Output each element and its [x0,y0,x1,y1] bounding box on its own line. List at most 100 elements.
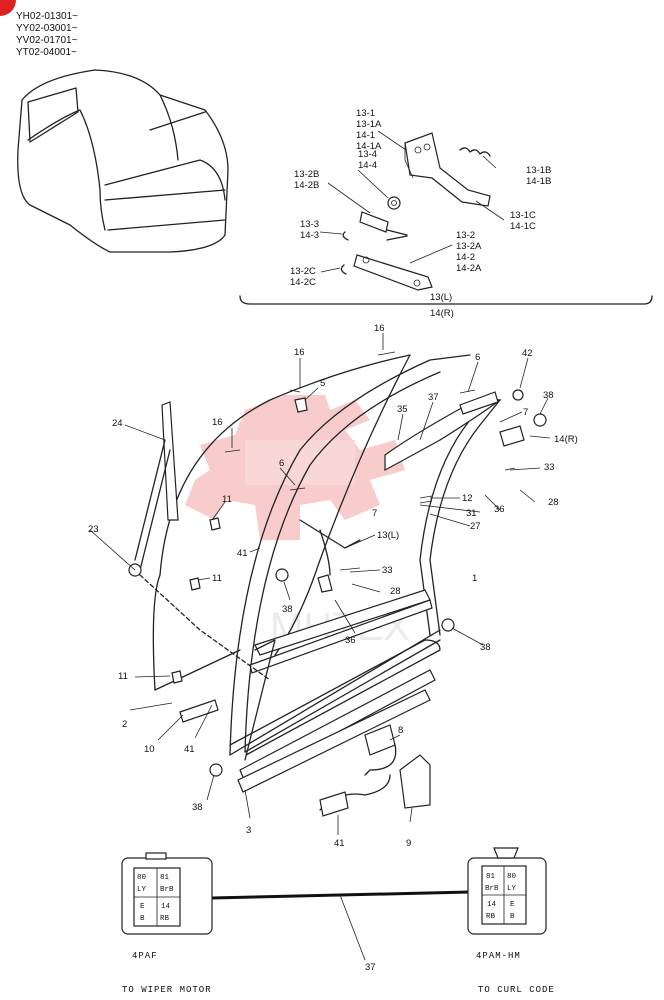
part-14-1B: 14-1B [526,176,551,187]
corner-marker [0,0,16,16]
pin-l-4: BrB [160,886,174,894]
callout-42: 42 [522,348,533,359]
callout-41b: 41 [184,744,195,755]
sub-assembly-detail: 13-1 13-1A 14-1 14-1A 13-4 14-4 13-2B 14… [239,108,653,319]
connector-4paf: 80 81 LY BrB E 14 B RB 4PAF TO WIPER MOT… [121,852,213,995]
callout-41a: 41 [237,548,248,559]
serial-2: YY02-03001~ [16,23,78,34]
pin-l-3: LY [137,886,147,894]
serial-list: YH02-01301~ YY02-03001~ YV02-01701~ YT02… [16,11,78,58]
part-14-2B: 14-2B [294,180,319,191]
pin-l-1: 80 [137,874,147,882]
callout-8: 8 [398,725,403,736]
part-13-2B: 13-2B [294,169,319,180]
part-14-2: 14-2 [456,252,475,263]
serial-4: YT02-04001~ [16,47,77,58]
callout-33b: 33 [382,565,393,576]
part-13-1A: 13-1A [356,119,382,130]
connector-left-destination: TO WIPER MOTOR [122,985,212,995]
part-14-1: 14-1 [356,130,375,141]
callout-28a: 28 [548,497,559,508]
pin-r-4: LY [507,885,517,893]
leader-lines [89,333,551,835]
callout-6b: 6 [279,458,284,469]
connector-right-destination: TO CURL CODE [478,985,555,995]
callout-7b: 7 [372,508,377,519]
connector-right-name: 4PAM-HM [476,951,521,961]
callout-13l: 13(L) [377,530,399,541]
part-14-1A: 14-1A [356,141,382,152]
connector-4pam-hm: 81 80 BrB LY 14 E RB B 4PAM-HM TO CURL C… [467,847,555,995]
part-callouts: 16 16 16 6 6 42 5 38 37 35 7 24 14(R) 33… [88,323,578,849]
callout-36a: 36 [494,504,505,515]
pin-r-6: E [510,901,515,909]
part-14-2A: 14-2A [456,263,482,274]
group-bracket [239,295,653,305]
callout-1: 1 [472,573,477,584]
part-14-1C: 14-1C [510,221,536,232]
pin-r-7: RB [486,913,496,921]
part-14-3: 14-3 [300,230,319,241]
callout-33a: 33 [544,462,555,473]
callout-3: 3 [246,825,251,836]
callout-16b: 16 [374,323,385,334]
callout-11b: 11 [212,573,222,584]
pin-r-1: 81 [486,873,496,881]
callout-10: 10 [144,744,155,755]
pin-r-2: 80 [507,873,517,881]
serial-3: YV02-01701~ [16,35,78,46]
callout-36b: 36 [345,635,356,646]
callout-16c: 16 [212,417,223,428]
pin-r-5: 14 [487,901,497,909]
part-14-4: 14-4 [358,160,377,171]
pin-r-8: B [510,913,515,921]
callout-5: 5 [320,378,325,389]
callout-11a: 11 [222,494,232,505]
callout-23: 23 [88,524,99,535]
callout-31: 31 [466,508,477,519]
callout-37b: 37 [365,962,376,973]
part-13-1B: 13-1B [526,165,551,176]
part-13-1: 13-1 [356,108,375,119]
part-13-2C: 13-2C [290,266,316,277]
connector-left-name: 4PAF [132,951,158,961]
pin-l-2: 81 [160,874,170,882]
pin-l-8: RB [160,915,170,923]
cab-illustration [17,69,229,253]
callout-38c: 38 [480,642,491,653]
callout-7a: 7 [523,407,528,418]
part-13-1C: 13-1C [510,210,536,221]
group-13L: 13(L) [430,292,452,303]
callout-35: 35 [397,404,408,415]
pin-l-6: 14 [161,903,171,911]
serial-1: YH02-01301~ [16,11,78,22]
part-13-3: 13-3 [300,219,319,230]
callout-37a: 37 [428,392,439,403]
pin-l-5: E [140,903,145,911]
part-13-4: 13-4 [358,149,377,160]
callout-2: 2 [122,719,127,730]
pin-l-7: B [140,915,145,923]
callout-24: 24 [112,418,123,429]
door-assembly [128,351,547,817]
pin-r-3: BrB [485,885,499,893]
callout-27: 27 [470,521,481,532]
callout-38a: 38 [543,390,554,401]
callout-9: 9 [406,838,411,849]
callout-14r: 14(R) [554,434,578,445]
callout-28b: 28 [390,586,401,597]
callout-16a: 16 [294,347,305,358]
callout-12: 12 [462,493,473,504]
part-13-2A: 13-2A [456,241,482,252]
group-14R: 14(R) [430,308,454,319]
part-13-2: 13-2 [456,230,475,241]
part-14-2C: 14-2C [290,277,316,288]
callout-41c: 41 [334,838,345,849]
wire-harness: 37 [211,890,471,973]
callout-6a: 6 [475,352,480,363]
callout-38d: 38 [192,802,203,813]
callout-11c: 11 [118,671,128,682]
callout-38b: 38 [282,604,293,615]
